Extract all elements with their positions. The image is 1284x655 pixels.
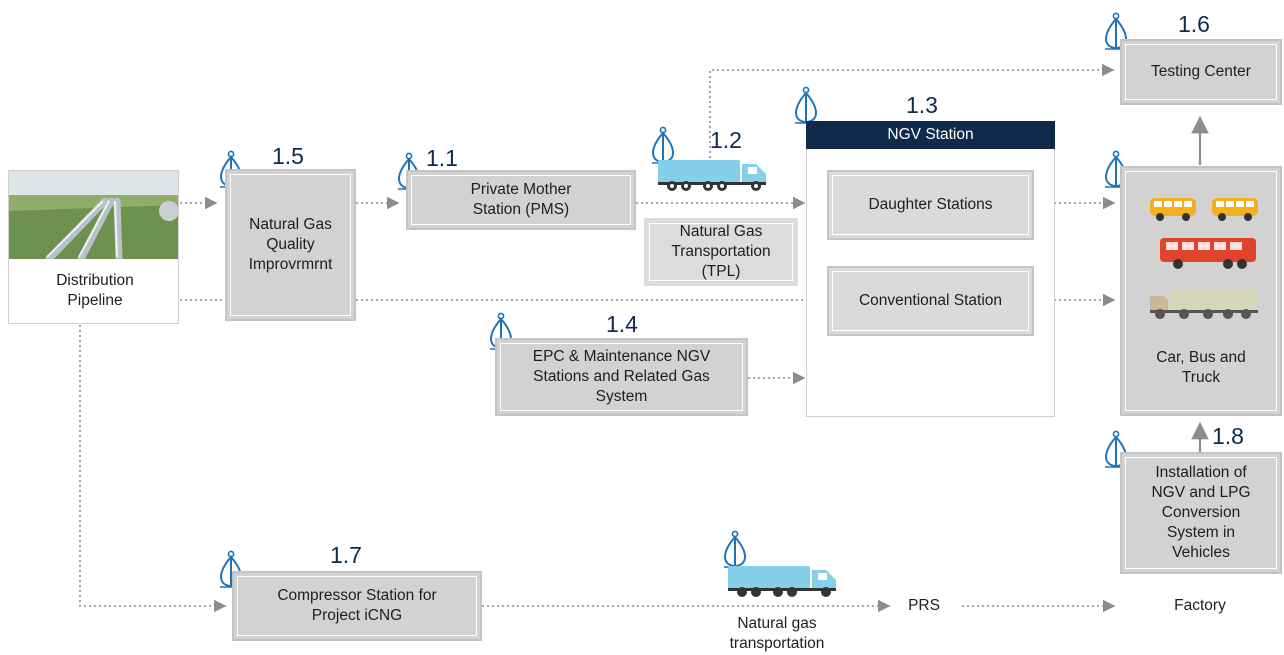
ngv-station-title: NGV Station	[806, 121, 1055, 149]
node-number-1-6: 1.6	[1178, 11, 1210, 37]
factory-label: Factory	[1174, 597, 1226, 614]
conventional-station-box: Conventional Station	[827, 266, 1034, 336]
node-number-1-8: 1.8	[1212, 423, 1244, 449]
quality-box: Natural Gas Quality Improvrmrnt	[225, 169, 356, 321]
compressor-box: Compressor Station for Project iCNG	[232, 571, 482, 641]
truck-icon	[1150, 290, 1258, 319]
pipeline-photo	[9, 171, 178, 259]
pms-label: Private Mother Station (PMS)	[470, 181, 572, 218]
truck-icon	[658, 160, 766, 191]
pipeline-label: Distribution Pipeline	[56, 272, 134, 309]
epc-box: EPC & Maintenance NGV Stations and Relat…	[495, 338, 748, 416]
node-number-1-1: 1.1	[426, 145, 458, 171]
node-number-1-3: 1.3	[906, 92, 938, 118]
node-number-1-7: 1.7	[330, 542, 362, 568]
vehicles-label: Car, Bus and Truck	[1156, 349, 1246, 386]
pipeline-card: Distribution Pipeline	[8, 170, 179, 324]
node-number-1-5: 1.5	[272, 143, 304, 169]
conversion-box: Installation of NGV and LPG Conversion S…	[1120, 452, 1282, 574]
node-number-1-4: 1.4	[606, 311, 638, 337]
tpl-box: Natural Gas Transportation (TPL)	[644, 218, 798, 286]
daughter-stations-label: Daughter Stations	[868, 196, 993, 213]
epc-label: EPC & Maintenance NGV Stations and Relat…	[532, 348, 711, 405]
truck-icon	[728, 566, 836, 597]
pms-box: Private Mother Station (PMS)	[406, 170, 636, 230]
quality-label: Natural Gas Quality Improvrmrnt	[248, 216, 333, 273]
tpl-label: Natural Gas Transportation (TPL)	[671, 223, 771, 280]
company-logo-icon	[793, 86, 819, 124]
daughter-stations-box: Daughter Stations	[827, 170, 1034, 240]
ng-transport-label: Natural gas transportation	[729, 615, 825, 652]
bus-icon	[1160, 238, 1256, 269]
node-number-1-2: 1.2	[710, 127, 742, 153]
compressor-label: Compressor Station for Project iCNG	[277, 587, 437, 624]
testing-center-box: Testing Center	[1120, 39, 1282, 105]
bus-icon	[1212, 198, 1258, 221]
company-logo-icon	[722, 530, 748, 568]
testing-center-label: Testing Center	[1151, 63, 1251, 80]
conventional-station-label: Conventional Station	[858, 292, 1003, 309]
bus-icon	[1150, 198, 1196, 221]
prs-label: PRS	[908, 597, 940, 614]
conversion-label: Installation of NGV and LPG Conversion S…	[1151, 464, 1251, 561]
